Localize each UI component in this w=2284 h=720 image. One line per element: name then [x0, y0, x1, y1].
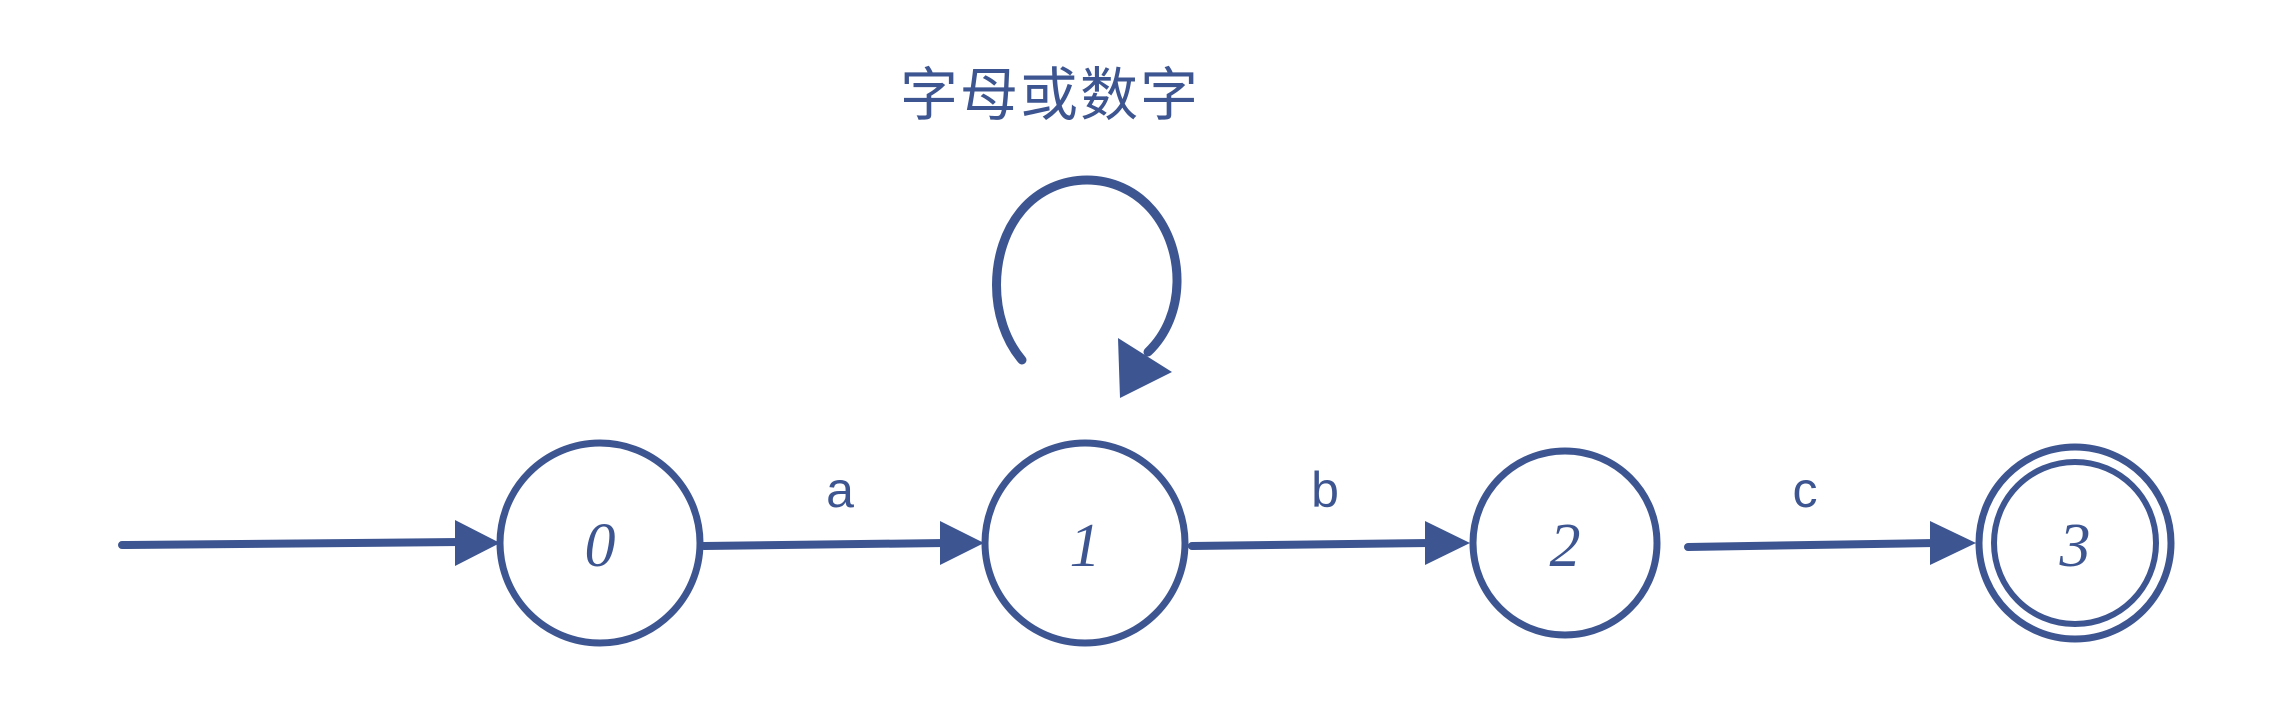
state-node-0[interactable]: 0	[496, 439, 704, 647]
arrowhead-icon	[455, 520, 500, 566]
transition-0-1-line	[700, 539, 949, 550]
state-3-outer-outline	[1975, 443, 2175, 643]
transition-0-to-1[interactable]: a	[700, 462, 984, 565]
state-3-inner-outline	[1990, 458, 2160, 628]
state-0-outline	[496, 439, 704, 647]
state-node-3[interactable]: 3	[1975, 443, 2175, 643]
arrowhead-icon	[1425, 521, 1470, 565]
arrowhead-icon	[1930, 521, 1976, 565]
state-1-outline	[981, 439, 1189, 647]
self-loop-arc	[992, 175, 1182, 365]
initial-state-arrow	[118, 520, 500, 566]
transition-2-to-3[interactable]: c	[1684, 462, 1976, 565]
state-1-label: 1	[1070, 512, 1101, 580]
initial-arrow-line	[118, 538, 464, 549]
transition-1-2-line	[1188, 539, 1434, 550]
transition-2-3-line	[1684, 539, 1939, 551]
self-loop-label: 字母或数字	[900, 61, 1200, 129]
self-loop-state-1[interactable]: 字母或数字	[900, 61, 1200, 398]
transition-0-1-label: a	[826, 462, 854, 518]
transition-2-3-label: c	[1793, 462, 1818, 518]
state-node-1[interactable]: 1	[981, 439, 1189, 647]
loop-arrowhead-icon	[1118, 338, 1172, 398]
transition-1-to-2[interactable]: b	[1188, 462, 1470, 565]
state-node-2[interactable]: 2	[1469, 447, 1661, 639]
state-2-outline	[1469, 447, 1661, 639]
state-2-label: 2	[1550, 512, 1581, 580]
arrowhead-icon	[940, 521, 984, 565]
transition-1-2-label: b	[1311, 462, 1339, 518]
state-3-label: 3	[2059, 512, 2091, 580]
state-0-label: 0	[585, 512, 616, 580]
